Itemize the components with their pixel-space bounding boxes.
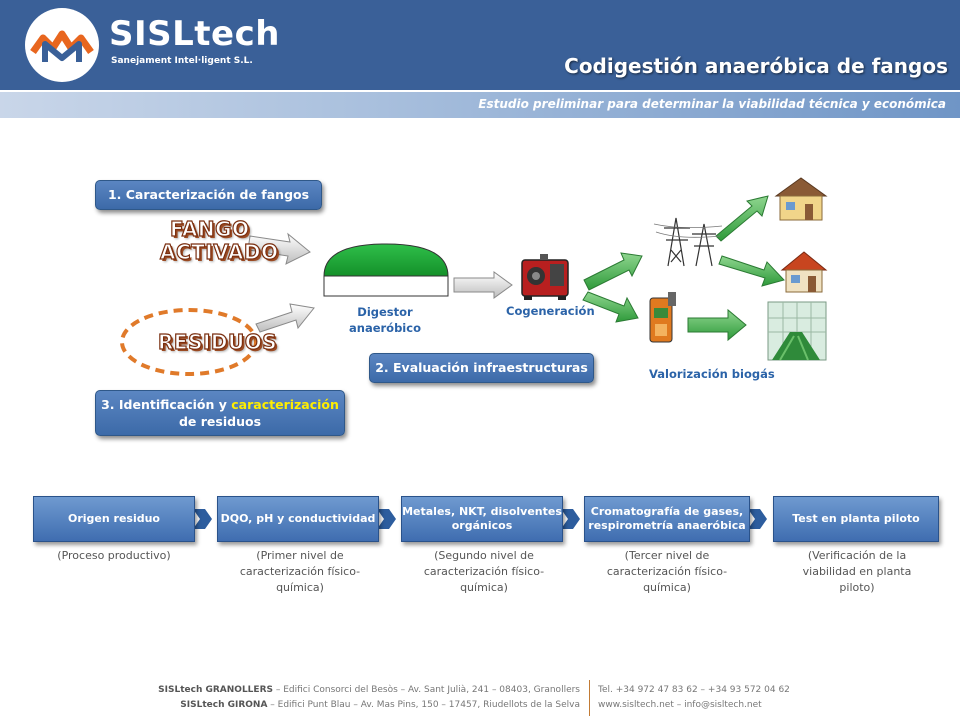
page-title: Codigestión anaeróbica de fangos (564, 54, 948, 78)
step-3-label: 3. Identificación y caracterización de r… (95, 390, 345, 436)
cogeneration-engine-icon (521, 254, 569, 300)
process-note-test: (Verificación de la viabilidad en planta… (802, 549, 912, 594)
digestor-label-line2: anaeróbico (349, 321, 421, 335)
step-2-label: 2. Evaluación infraestructuras (369, 353, 594, 383)
footer-girona-name: SISLtech GIRONA (180, 700, 268, 710)
step-1-label: 1. Caracterización de fangos (95, 180, 322, 210)
step-3-text-part1: 3. Identificación y (101, 397, 232, 412)
process-note-origen: (Proceso productivo) (57, 549, 171, 562)
digestor-label: Digestor anaeróbico (340, 304, 430, 336)
fango-label: FANGO (169, 216, 250, 241)
arrow-to-grid-icon (583, 252, 643, 291)
biogas-device-icon (649, 292, 676, 343)
digestor-label-line1: Digestor (357, 305, 413, 319)
greenhouse-icon (767, 301, 827, 361)
arrow-to-biogas-icon (582, 291, 639, 323)
process-step-origen: Origen residuo (33, 496, 195, 542)
chevron-right-icon (748, 509, 767, 529)
footer-divider (589, 680, 590, 716)
footer-web-email[interactable]: www.sisltech.net – info@sisltech.net (598, 700, 762, 710)
chevron-right-icon (561, 509, 580, 529)
company-tagline: Sanejament Intel·ligent S.L. (111, 56, 253, 66)
power-tower-icon (653, 217, 723, 267)
header-bar (0, 0, 960, 90)
chevron-right-icon (193, 509, 212, 529)
step-3-text-part2: de residuos (178, 414, 262, 429)
chevron-right-icon (377, 509, 396, 529)
page-subtitle: Estudio preliminar para determinar la vi… (478, 97, 946, 111)
cogeneracion-label: Cogeneración (506, 304, 595, 318)
footer-girona: SISLtech GIRONA – Edifici Punt Blau – Av… (158, 698, 580, 713)
footer-contact: Tel. +34 972 47 83 62 – +34 93 572 04 62… (598, 683, 790, 713)
company-logo: SISLtech Sanejament Intel·ligent S.L. (25, 8, 279, 82)
house-icon (780, 251, 828, 293)
arrow-to-greenhouse-icon (687, 308, 747, 342)
process-note-cromatografia: (Tercer nivel de caracterización físico-… (606, 549, 728, 594)
footer-phones: Tel. +34 972 47 83 62 – +34 93 572 04 62 (598, 685, 790, 695)
process-step-cromatografia: Cromatografía de gases, respirometría an… (584, 496, 750, 542)
digestor-tank-icon (323, 243, 449, 297)
logo-mark-icon (30, 30, 94, 62)
footer-granollers: SISLtech GRANOLLERS – Edifici Consorci d… (158, 683, 580, 698)
process-step-test: Test en planta piloto (773, 496, 939, 542)
arrow-fango-icon (247, 232, 311, 265)
arrow-residuos-icon (255, 303, 315, 333)
process-note-metales: (Segundo nivel de caracterización físico… (423, 549, 545, 594)
residuos-ellipse (120, 308, 258, 376)
footer-granollers-name: SISLtech GRANOLLERS (158, 685, 273, 695)
footer-granollers-address: – Edifici Consorci del Besòs – Av. Sant … (272, 685, 580, 695)
arrow-cogeneracion-icon (453, 271, 513, 299)
arrow-to-house1-icon (715, 195, 769, 242)
company-name: SISLtech (109, 14, 280, 54)
process-note-dqo: (Primer nivel de caracterización físico-… (239, 549, 361, 594)
process-step-dqo: DQO, pH y conductividad (217, 496, 379, 542)
subtitle-bar (0, 92, 960, 118)
residuos-label: RESIDUOS (157, 329, 278, 354)
house-icon (774, 177, 828, 221)
activado-label: ACTIVADO (159, 239, 279, 264)
valorizacion-label: Valorización biogás (649, 367, 775, 381)
footer-addresses: SISLtech GRANOLLERS – Edifici Consorci d… (158, 683, 580, 713)
step-3-highlight: caracterización (231, 397, 339, 412)
arrow-to-house2-icon (718, 255, 785, 287)
footer-girona-address: – Edifici Punt Blau – Av. Mas Pins, 150 … (267, 700, 580, 710)
logo-circle (25, 8, 99, 82)
process-step-metales: Metales, NKT, disolventes orgánicos (401, 496, 563, 542)
